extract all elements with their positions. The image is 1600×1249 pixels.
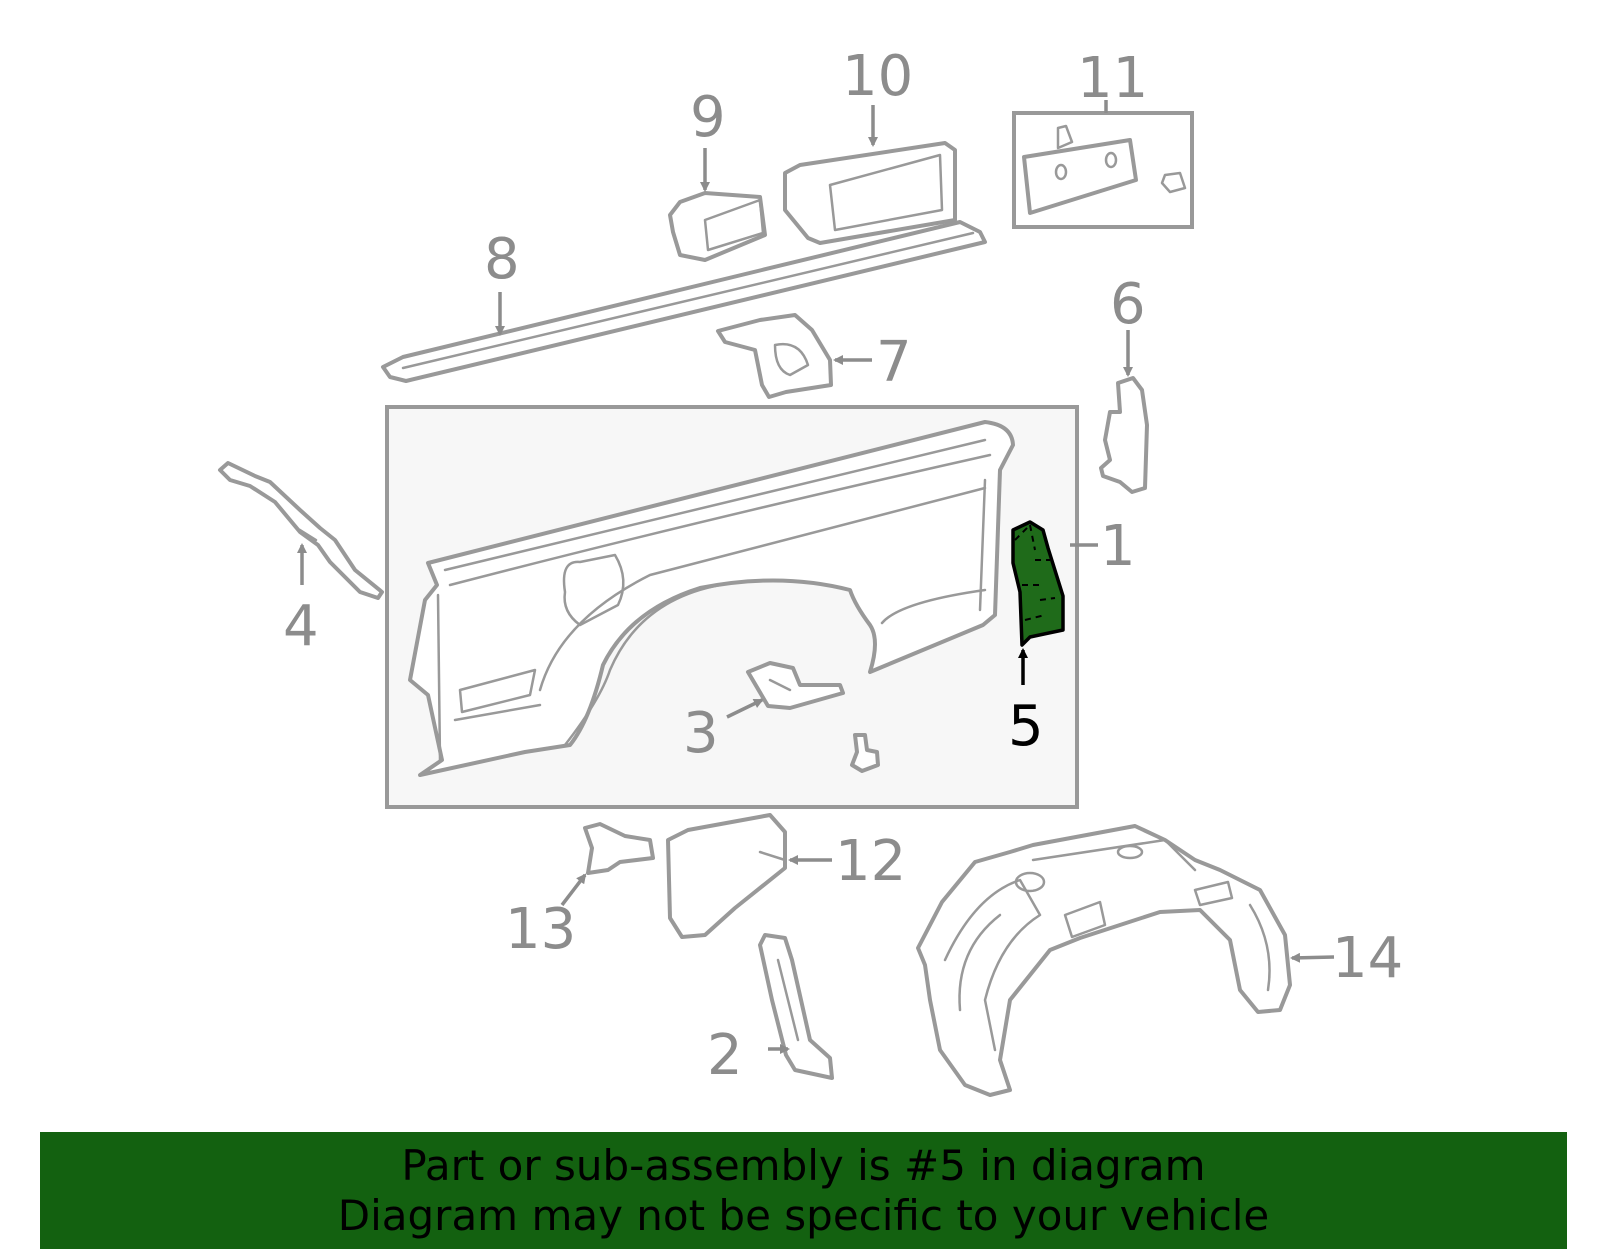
callout-labels: 1 2 3 4 5 6 7 8 9 10 11 12 13 14	[283, 44, 1403, 1088]
clip-part	[850, 733, 880, 773]
callout-12: 12	[835, 829, 906, 894]
footer-line-2: Diagram may not be specific to your vehi…	[337, 1191, 1270, 1240]
callout-2: 2	[707, 1023, 743, 1088]
part-2-bracket	[758, 933, 834, 1080]
callout-9: 9	[690, 85, 726, 150]
part-3-bracket	[746, 661, 845, 710]
footer-banner: Part or sub-assembly is #5 in diagram Di…	[40, 1132, 1567, 1249]
part-13-clip	[583, 822, 655, 875]
part-7-bracket	[716, 313, 833, 399]
callout-13: 13	[505, 897, 576, 962]
callout-11: 11	[1077, 46, 1148, 111]
part-10-pocket	[783, 141, 957, 245]
callout-8: 8	[484, 227, 520, 292]
part-14-wheelhouse	[916, 824, 1292, 1097]
callout-4: 4	[283, 594, 319, 659]
callout-5: 5	[1008, 694, 1044, 759]
callout-10: 10	[842, 44, 913, 109]
part-6-bracket	[1099, 376, 1149, 494]
part-11-box	[1012, 111, 1194, 229]
callout-6: 6	[1110, 272, 1146, 337]
bed-side-panel	[408, 420, 1015, 777]
footer-line-1: Part or sub-assembly is #5 in diagram	[401, 1141, 1206, 1190]
callout-1: 1	[1100, 514, 1136, 579]
callout-7: 7	[876, 330, 912, 395]
callout-14: 14	[1332, 926, 1403, 991]
part-4-rod	[218, 461, 384, 600]
leader-lines	[297, 100, 1335, 1054]
part-9-pocket	[668, 191, 767, 262]
part-12-fuel-door	[666, 813, 787, 939]
callout-3: 3	[683, 701, 719, 766]
part-5-highlighted	[1011, 520, 1065, 647]
